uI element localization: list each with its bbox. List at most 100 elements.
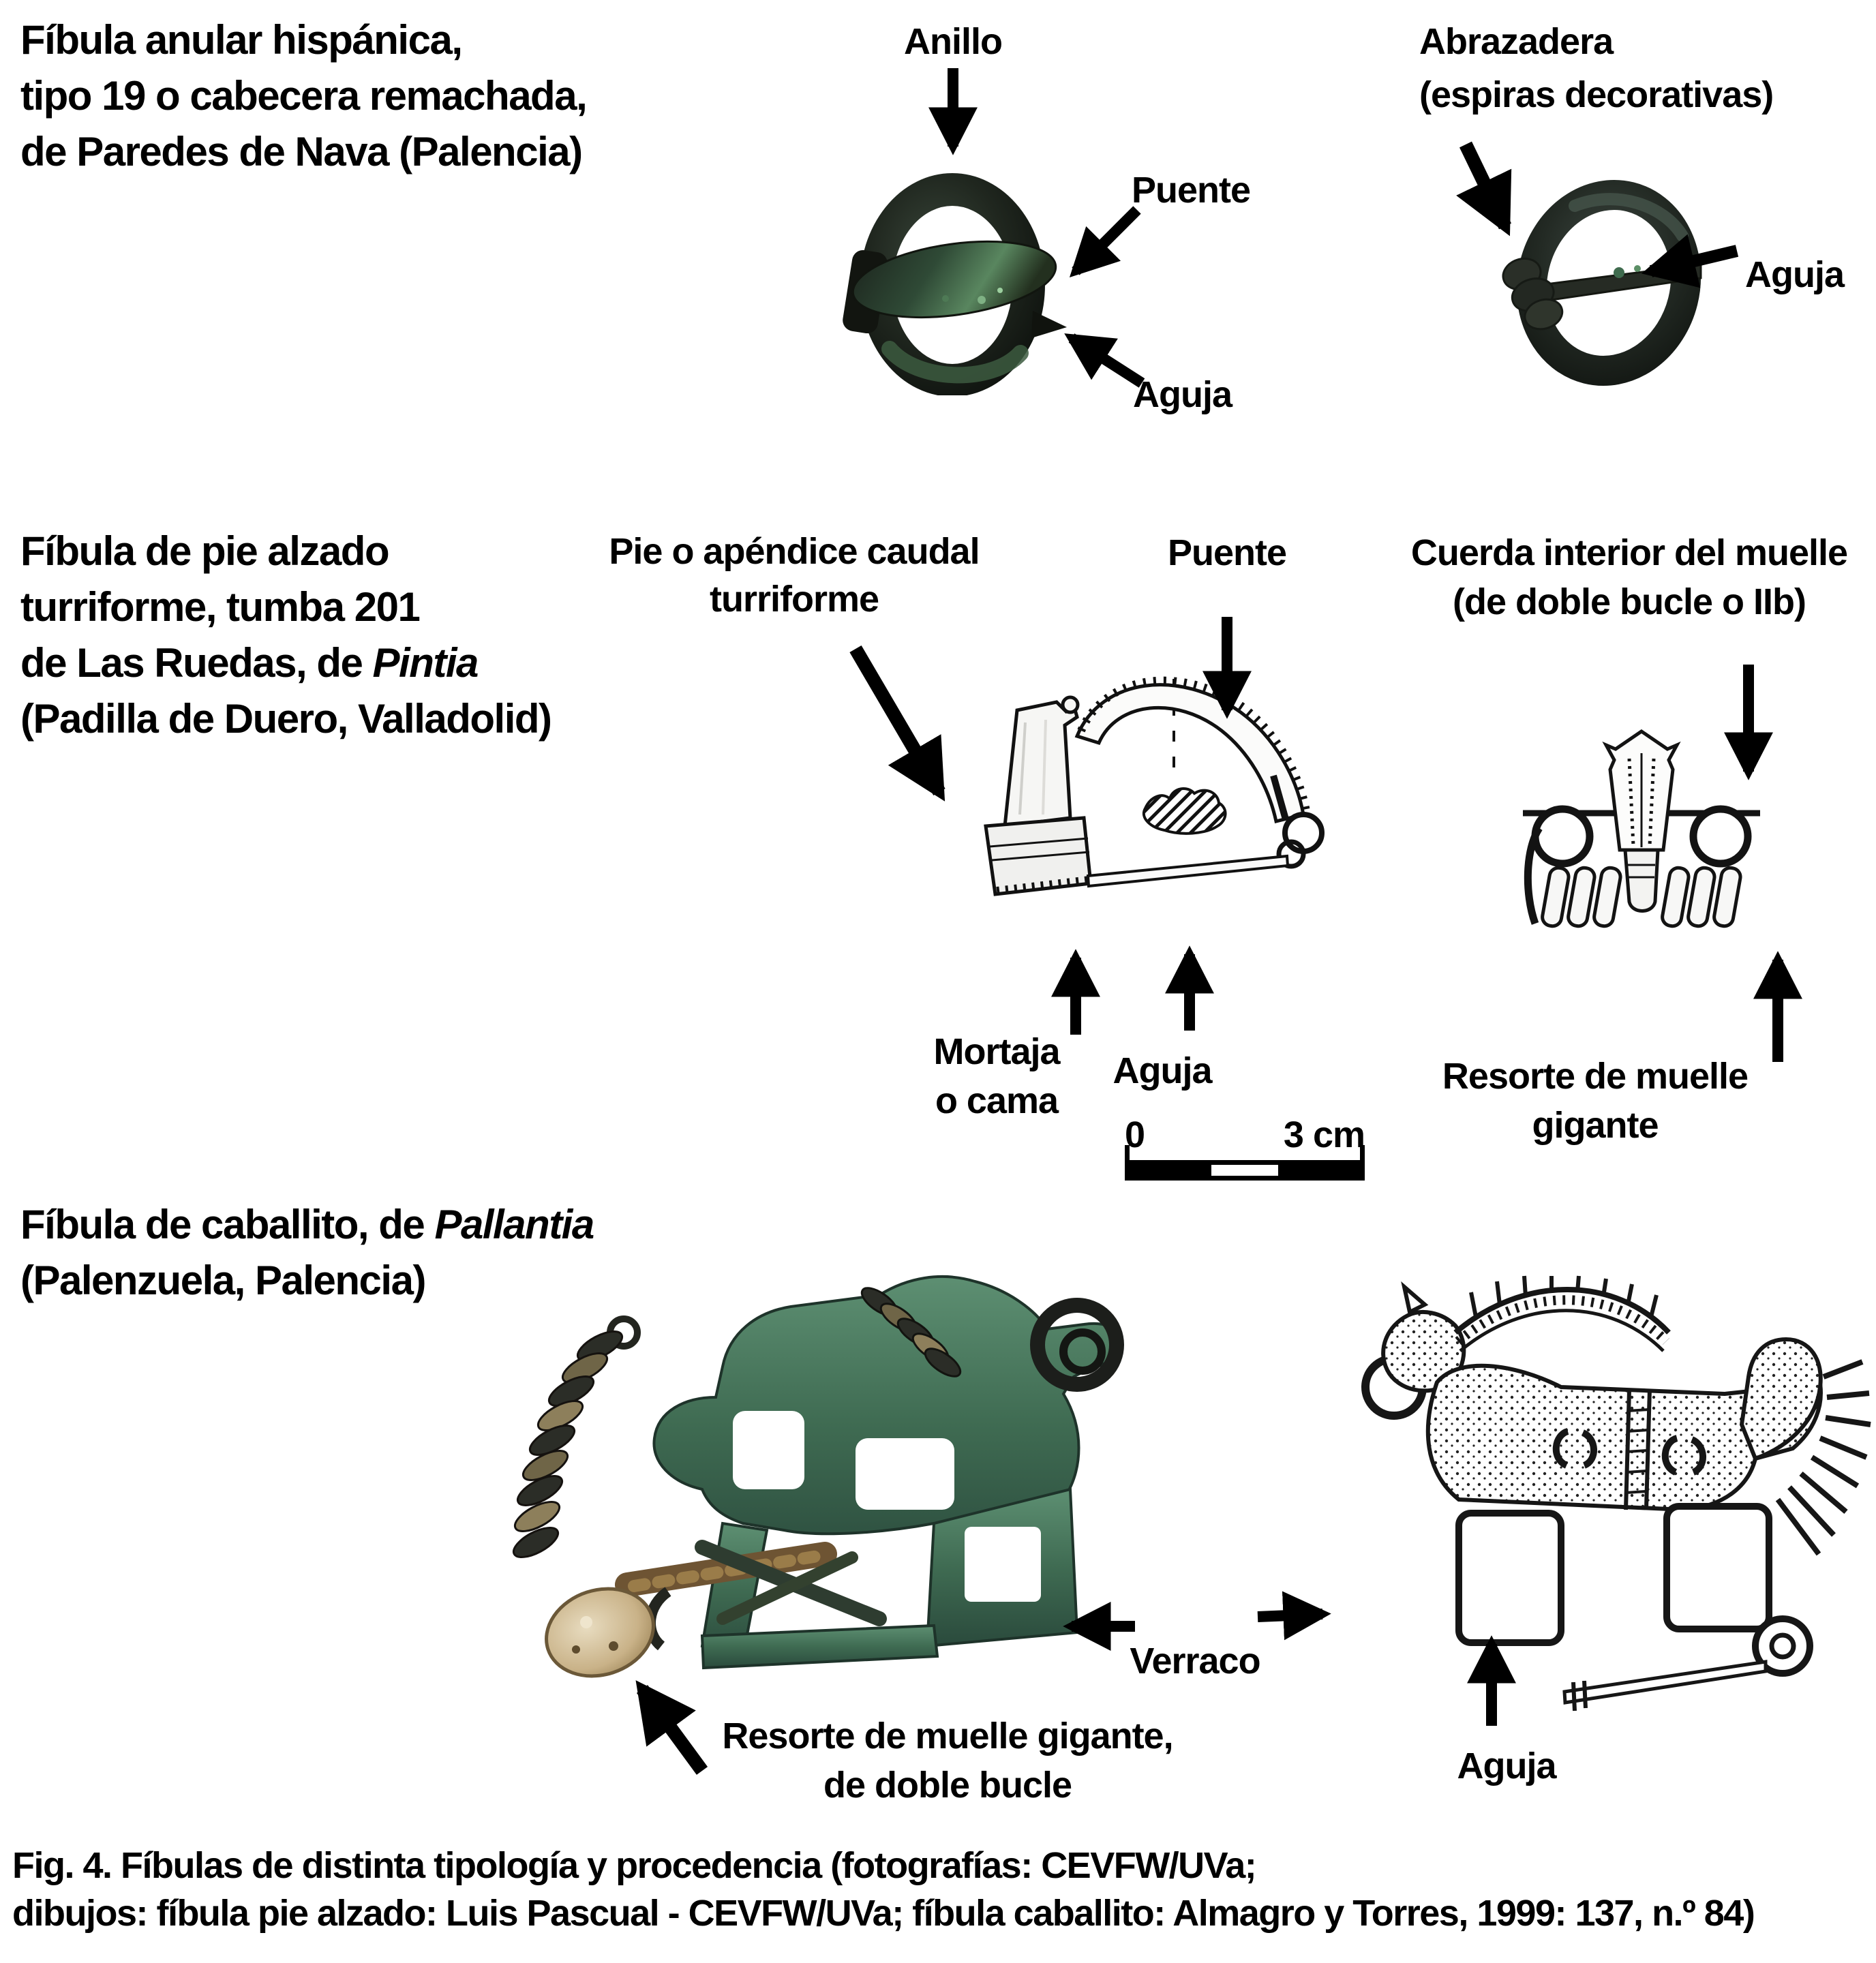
pin-stop — [1571, 1682, 1577, 1711]
foot-shading — [1042, 719, 1047, 815]
label-abrazadera-line1: Abrazadera — [1419, 21, 1614, 62]
hatched-section — [1143, 787, 1227, 835]
scale-bar-tick — [1360, 1145, 1365, 1161]
loop-tail — [1524, 825, 1543, 925]
scale-bar-end: 3 cm — [1283, 1114, 1365, 1155]
patina-sheen — [881, 341, 1029, 384]
crest-inner — [1459, 1309, 1665, 1352]
title-line: Fíbula anular hispánica, — [20, 17, 463, 63]
abrazadera-clamp — [1502, 257, 1564, 331]
arrow-resorte-bottom — [635, 1680, 708, 1775]
patina-speck — [1634, 265, 1641, 272]
title-site-italic: Pintia — [372, 640, 479, 686]
corrosion-speck — [609, 1641, 618, 1651]
arrow-aguja-top-right — [1641, 234, 1739, 288]
scale-bar: 0 3 cm — [1125, 1114, 1365, 1182]
title-line: turriforme, tumba 201 — [20, 584, 421, 630]
drawing-fibula-pie-alzado — [984, 676, 1325, 896]
pin-stop — [1582, 1680, 1588, 1709]
label-cuerda-line1: Cuerda interior del muelle — [1410, 532, 1848, 573]
label-mortaja-line2: o cama — [935, 1080, 1059, 1121]
openwork-hole — [733, 1411, 804, 1489]
label-aguja-bottom: Aguja — [1457, 1746, 1556, 1786]
spring-coil — [1276, 839, 1306, 869]
title-fibula-pie-alzado: Fíbula de pie alzado turriforme, tumba 2… — [20, 523, 552, 747]
label-pie-caudal-line1: Pie o apéndice caudal — [609, 531, 980, 572]
crest-outer — [1453, 1287, 1671, 1335]
rear-protome — [1739, 1337, 1823, 1461]
c-scroll-ornaments — [1552, 1428, 1706, 1476]
mortaja-fringe — [996, 876, 1090, 894]
puente-bridge — [851, 240, 1057, 319]
openwork-hole — [856, 1438, 954, 1510]
title-fibula-caballito: Fíbula de caballito, de Pallantia (Palen… — [20, 1197, 594, 1309]
spring-bulb-gold — [545, 1587, 655, 1678]
patina-sheen — [1569, 193, 1689, 242]
title-line-prefix: Fíbula de caballito, de — [20, 1202, 435, 1247]
scale-bar-segment — [1125, 1160, 1207, 1181]
patina-speck — [997, 288, 1003, 293]
title-line: de Paredes de Nava (Palencia) — [20, 129, 583, 174]
patina-speck — [1614, 267, 1624, 278]
base-bar — [700, 1624, 939, 1670]
title-line: tipo 19 o cabecera remachada, — [20, 73, 588, 119]
label-resorte-bottom-line2: de doble bucle — [823, 1765, 1072, 1806]
title-line: de Las Ruedas, de Pintia — [20, 635, 551, 691]
scale-bar-strip — [1125, 1160, 1365, 1181]
label-aguja-top-left: Aguja — [1133, 374, 1232, 415]
title-line: (Palenzuela, Palencia) — [20, 1258, 426, 1303]
title-site-italic: Pallantia — [434, 1202, 594, 1247]
drawing-fibula-caballito — [1361, 1275, 1871, 1711]
patina-speck — [942, 295, 949, 302]
spring-curl-inner — [1769, 1632, 1796, 1660]
label-anillo: Anillo — [904, 21, 1003, 62]
label-puente-top: Puente — [1132, 170, 1251, 211]
label-resorte-mid-line1: Resorte de muelle — [1442, 1056, 1749, 1097]
title-line: (Padilla de Duero, Valladolid) — [20, 696, 552, 742]
tail-spike-fan — [1775, 1359, 1871, 1556]
scale-bar-segment — [1283, 1160, 1365, 1181]
cuerda-loop-right — [1689, 805, 1752, 868]
arrow-abrazadera — [1456, 141, 1512, 237]
title-line: Fíbula de caballito, de Pallantia — [20, 1197, 594, 1253]
arrow-pie-caudal — [849, 645, 945, 802]
label-aguja-mid: Aguja — [1113, 1050, 1212, 1091]
label-pie-caudal-line2: turriforme — [709, 579, 879, 620]
label-aguja-top-right: Aguja — [1745, 254, 1845, 295]
scale-bar-segment — [1206, 1160, 1284, 1181]
scale-bar-tick — [1125, 1145, 1130, 1161]
horse-ear — [1401, 1281, 1429, 1315]
figure-caption-line2: dibujos: fíbula pie alzado: Luis Pascual… — [12, 1893, 1755, 1934]
mane-rings-neck — [860, 1287, 962, 1378]
aguja-pin — [1086, 854, 1290, 888]
corrosion-texture — [628, 1550, 824, 1592]
openwork-hole — [965, 1527, 1041, 1602]
label-cuerda-line2: (de doble bucle o IIb) — [1453, 581, 1806, 622]
mortaja-line — [989, 837, 1089, 848]
figure-caption-line1: Fig. 4. Fíbulas de distinta tipología y … — [12, 1845, 1257, 1886]
corrosion-speck — [572, 1645, 580, 1654]
title-line: Fíbula de pie alzado — [20, 528, 390, 574]
head-ring-inner — [1059, 1328, 1106, 1375]
spring-curl — [1752, 1615, 1813, 1677]
label-puente-mid: Puente — [1167, 532, 1287, 573]
head-ring — [1030, 1298, 1124, 1392]
photo-fibula-anular-front — [843, 173, 1067, 395]
foot-shading — [1018, 722, 1027, 815]
girth-band — [1624, 1388, 1652, 1510]
aguja-pin-tip — [1031, 311, 1067, 338]
label-mortaja-line1: Mortaja — [933, 1031, 1060, 1072]
pin-fragment — [716, 1551, 858, 1625]
foot-knob — [1061, 695, 1080, 714]
patina-speck — [978, 296, 986, 304]
drawing-resorte-frontal — [1523, 729, 1760, 928]
label-resorte-bottom-line1: Resorte de muelle gigante, — [722, 1716, 1173, 1756]
arrow-aguja-top-left — [1064, 333, 1145, 388]
mane-rings-tail — [512, 1315, 641, 1558]
mane-spikes — [1469, 1275, 1659, 1318]
arrow-verraco-right — [1257, 1591, 1331, 1641]
title-line-prefix: de Las Ruedas, de — [20, 640, 373, 686]
photo-fibula-caballito — [512, 1275, 1124, 1678]
